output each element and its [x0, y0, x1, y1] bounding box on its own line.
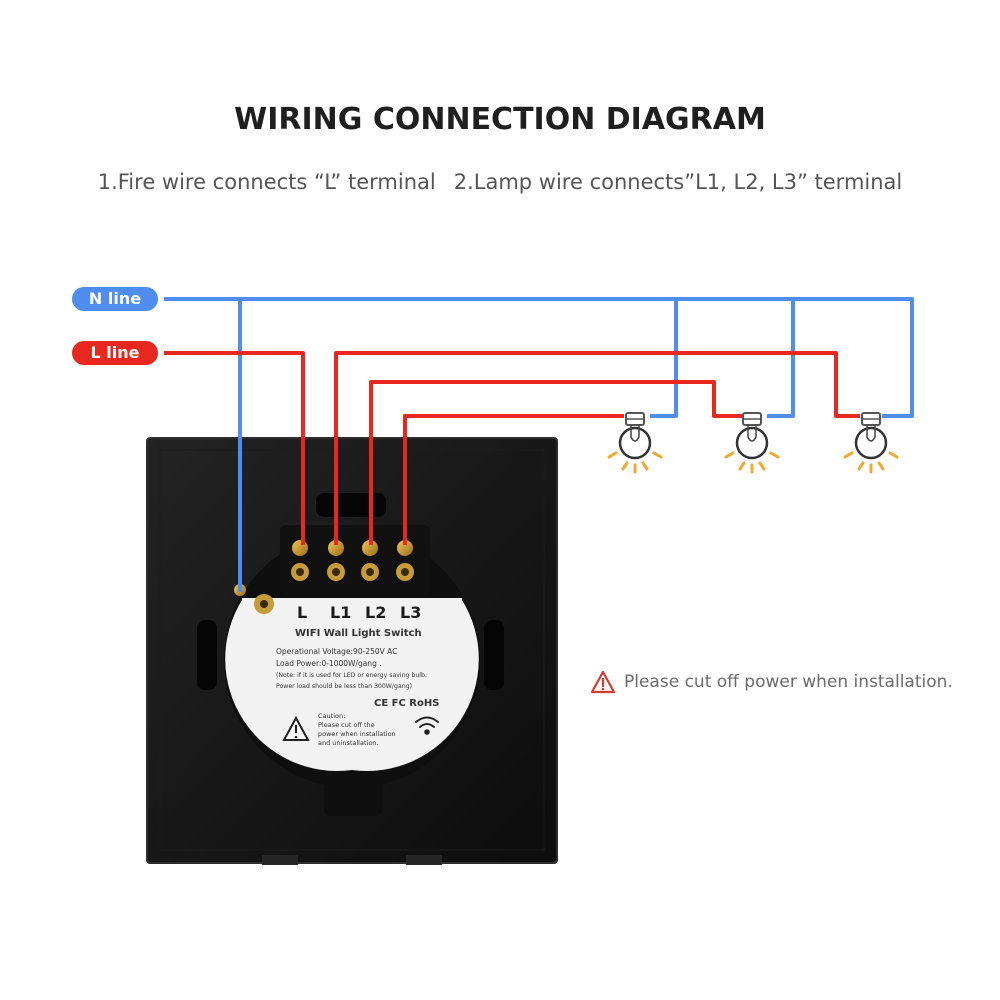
warning-triangle-icon [590, 670, 616, 694]
sticker-note-2: Power load should be less than 300W/gang… [276, 683, 412, 690]
terminal-label-l2: L2 [365, 603, 387, 622]
page-title: WIRING CONNECTION DIAGRAM [234, 102, 766, 137]
sticker-load: Load Power:0-1000W/gang . [276, 659, 382, 668]
terminal-label-l3: L3 [400, 603, 422, 622]
instructions: 1.Fire wire connects “L” terminal 2.Lamp … [0, 170, 1000, 194]
warning-text: Please cut off power when installation. [624, 672, 953, 692]
terminal-label-l1: L1 [330, 603, 352, 622]
n-line-label: N line [72, 287, 158, 311]
lamp-1 [607, 412, 663, 474]
wifi-icon [415, 716, 439, 735]
terminal-label-l: L [297, 603, 308, 622]
instruction-step-1: 1.Fire wire connects “L” terminal [97, 170, 436, 194]
sticker-caution-title: Caution: [318, 712, 346, 720]
sticker-caution-1: Please cut off the [318, 721, 375, 729]
sticker-certifications: CE FC RoHS [374, 698, 440, 709]
sticker-caution-2: power when installation [318, 730, 396, 738]
terminal-label-n: N [256, 624, 270, 643]
power-warning: Please cut off power when installation. [590, 670, 953, 694]
switch-module [224, 525, 480, 816]
sticker-title: WIFI Wall Light Switch [295, 628, 422, 639]
n-wire [164, 297, 914, 592]
sticker-voltage: Operational Voltage:90-250V AC [276, 647, 398, 656]
sticker-caution-icon [282, 715, 310, 741]
sticker-note-1: (Note: if it is used for LED or energy s… [276, 672, 427, 679]
l-wire [164, 351, 860, 545]
sticker-caution-3: and uninstallation. [318, 739, 379, 747]
lamp-3 [843, 412, 899, 474]
instruction-step-2: 2.Lamp wire connects”L1, L2, L3” termina… [453, 170, 903, 194]
lamp-2 [724, 412, 780, 474]
l-line-label: L line [72, 341, 158, 365]
